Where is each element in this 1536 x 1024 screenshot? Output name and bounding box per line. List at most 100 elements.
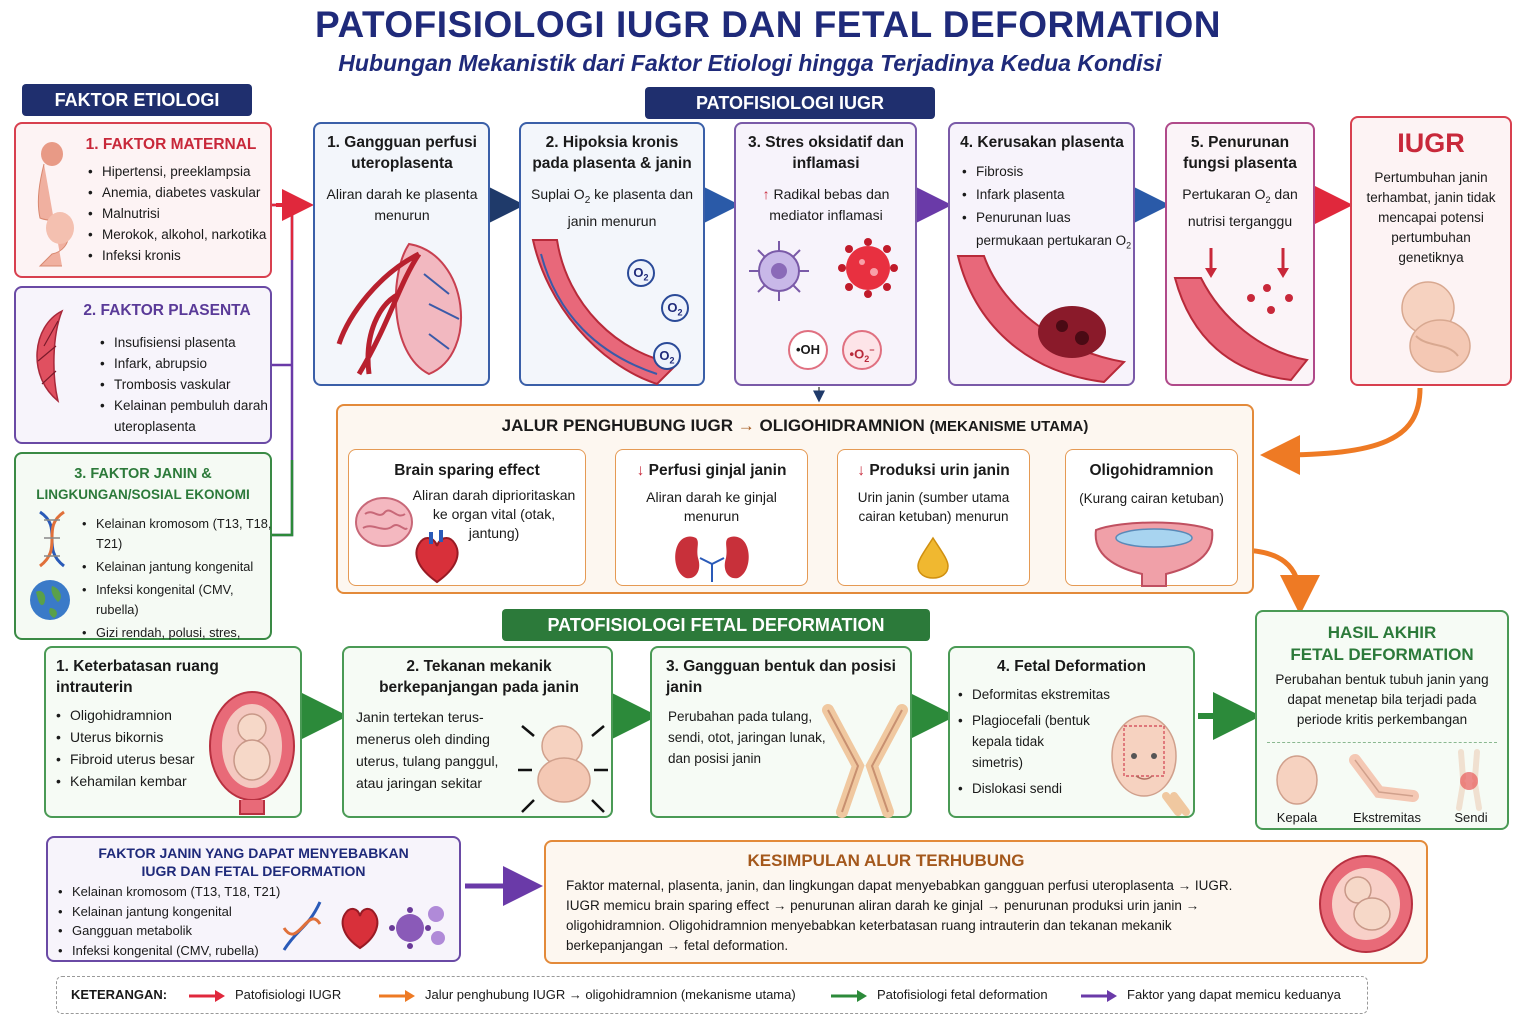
immune-cell-icon [749,241,809,301]
legend-item-keduanya: Faktor yang dapat memicu keduanya [1127,987,1341,1002]
iugr-step-1-text: Aliran darah ke plasenta menurun [326,186,478,223]
label-kepala: Kepala [1276,810,1318,825]
kesimpulan-card: KESIMPULAN ALUR TERHUBUNG Faktor materna… [544,840,1428,964]
legend-arrow-orange-icon [379,990,415,1002]
heart-icon [341,908,379,950]
list-item: Kelainan kromosom (T13, T18, T21) [82,514,272,554]
brain-sparing-title: Brain sparing effect [394,462,540,479]
list-item: Kehamilan kembar [56,770,226,792]
list-item: Kelainan jantung kongenital [82,557,272,577]
banner-faktor-etiologi: FAKTOR ETIOLOGI [22,84,252,116]
urine-drop-icon [917,536,949,579]
superoxide-radical-icon: •O2− [842,330,882,370]
o2-bubble-icon: O2 [653,342,681,370]
fd-step-2-text: Janin tertekan terus-menerus oleh dindin… [356,709,499,791]
list-item: Hipertensi, preeklampsia [88,161,273,182]
hasil-akhir-text: Perubahan bentuk tubuh janin yang dapat … [1275,672,1489,727]
label-sendi: Sendi [1454,810,1488,825]
list-item: Gangguan metabolik [58,921,298,941]
iugr-step-1-card: 1. Gangguan perfusi uteroplasenta Aliran… [313,122,490,386]
faktor-maternal-title: 1. FAKTOR MATERNAL [85,136,257,153]
label-ekstremitas: Ekstremitas [1353,810,1421,825]
list-item: Kelainan kromosom (T13, T18, T21) [58,882,298,902]
fd-step-1-card: 1. Keterbatasan ruang intrauterin Oligoh… [44,646,302,818]
virus-icon [389,906,445,949]
iugr-step-3-title: 3. Stres oksidatif dan inflamasi [748,134,904,172]
joint-icon [1456,749,1482,811]
iugr-result-text: Pertumbuhan janin terhambat, janin tidak… [1366,170,1496,265]
fd-step-1-list: Oligohidramnion Uterus bikornis Fibroid … [56,704,226,792]
brain-sparing-text: Aliran darah diprioritaskan ke organ vit… [412,487,576,541]
legend-arrow-purple-icon [1081,990,1117,1002]
list-item: Insufisiensi plasenta [100,332,272,353]
hasil-akhir-card: HASIL AKHIR FETAL DEFORMATION Perubahan … [1255,610,1509,830]
legend-arrow-green-icon [831,990,867,1002]
faktor-keduanya-card: FAKTOR JANIN YANG DAPAT MENYEBABKAN IUGR… [46,836,461,962]
uterus-amniotic-icon [1094,521,1214,587]
heart-icon [415,530,459,584]
faktor-plasenta-list: Insufisiensi plasenta Infark, abrupsio T… [100,332,272,437]
uterus-fetus-icon [209,691,295,815]
iugr-step-2-text: Suplai O2 ke plasenta dan janin menurun [530,186,693,229]
fd-step-3-title: 3. Gangguan bentuk dan posisi janin [666,658,896,696]
iugr-step-2-card: 2. Hipoksia kronis pada plasenta & janin… [519,122,705,386]
placenta-function-decline-icon [1173,248,1309,382]
list-item: Fibrosis [962,160,1132,183]
list-item: Infeksi kongenital (CMV, rubella) [58,941,298,961]
iugr-result-card: IUGR Pertumbuhan janin terhambat, janin … [1350,116,1512,386]
bent-limbs-icon [822,704,908,818]
list-item: Merokok, alkohol, narkotika [88,224,273,245]
hasil-akhir-title-2: FETAL DEFORMATION [1290,645,1474,664]
dna-icon [282,901,322,951]
faktor-maternal-card: 1. FAKTOR MATERNAL Hipertensi, preeklamp… [14,122,272,278]
uteroplacental-vessel-icon [336,242,462,376]
compressed-fetus-icon [518,725,608,813]
oligohidramnion-card: Oligohidramnion (Kurang cairan ketuban) [1065,449,1238,587]
legend-item-iugr: Patofisiologi IUGR [235,987,342,1002]
legend-item-fd: Patofisiologi fetal deformation [877,987,1048,1002]
fd-step-3-text: Perubahan pada tulang, sendi, otot, jari… [668,709,826,766]
placenta-icon [36,309,64,403]
iugr-step-5-title: 5. Penurunan fungsi plasenta [1183,134,1297,172]
list-item: Plagiocefali (bentuk kepala tidak simetr… [958,710,1098,773]
legend-item-jalur: Jalur penghubung IUGR → oligohidramnion … [425,987,796,1002]
legend-bar: KETERANGAN: Patofisiologi IUGR Jalur pen… [56,976,1368,1014]
fd-step-3-card: 3. Gangguan bentuk dan posisi janin Peru… [650,646,912,818]
faktor-keduanya-list: Kelainan kromosom (T13, T18, T21) Kelain… [58,882,298,960]
list-item: Deformitas ekstremitas [958,684,1128,705]
fetus-icon [1401,281,1471,373]
fd-step-4-list: Deformitas ekstremitas Plagiocefali (ben… [958,684,1110,799]
list-item: Anemia, diabetes vaskular [88,182,273,203]
faktor-keduanya-title-2: IUGR DAN FETAL DEFORMATION [141,863,366,879]
list-item: Dislokasi sendi [958,778,1098,799]
plagiocephaly-head-icon [1111,715,1190,816]
brain-sparing-card: Brain sparing effect Aliran darah diprio… [348,449,586,586]
fd-step-4-card: 4. Fetal Deformation Deformitas ekstremi… [948,646,1195,818]
list-item: Infark, abrupsio [100,353,272,374]
o2-bubble-icon: O2 [661,294,689,322]
list-item: Malnutrisi [88,203,273,224]
list-item: Uterus bikornis [56,726,226,748]
uterus-fetus-icon [1319,855,1413,953]
iugr-step-4-list: Fibrosis Infark plasenta Penurunan luas … [962,160,1132,258]
virus-icon [838,238,898,298]
produksi-urin-card: ↓ Produksi urin janin Urin janin (sumber… [837,449,1030,586]
divider [1267,742,1497,743]
produksi-urin-title: ↓ Produksi urin janin [857,462,1010,479]
faktor-janin-title-1: 3. FAKTOR JANIN & [74,466,212,482]
produksi-urin-text: Urin janin (sumber utama cairan ketuban)… [857,490,1010,524]
perfusi-ginjal-text: Aliran darah ke ginjal menurun [646,489,777,524]
page-title: PATOFISIOLOGI IUGR DAN FETAL DEFORMATION [315,4,1221,45]
jalur-penghubung-panel: JALUR PENGHUBUNG IUGR → OLIGOHIDRAMNION … [336,404,1254,594]
head-icon [1276,755,1318,805]
hasil-akhir-title-1: HASIL AKHIR [1327,623,1437,642]
iugr-step-5-card: 5. Penurunan fungsi plasenta Pertukaran … [1165,122,1315,386]
list-item: Fibroid uterus besar [56,748,226,770]
globe-icon [30,580,70,620]
iugr-step-4-card: 4. Kerusakan plasenta Fibrosis Infark pl… [948,122,1135,386]
hydroxyl-radical-icon: •OH [788,330,828,370]
banner-patofisiologi-fd: PATOFISIOLOGI FETAL DEFORMATION [502,609,930,641]
legend-label: KETERANGAN: [71,987,168,1002]
faktor-keduanya-title-1: FAKTOR JANIN YANG DAPAT MENYEBABKAN [98,845,409,861]
page-subtitle: Hubungan Mekanistik dari Faktor Etiologi… [338,50,1162,76]
